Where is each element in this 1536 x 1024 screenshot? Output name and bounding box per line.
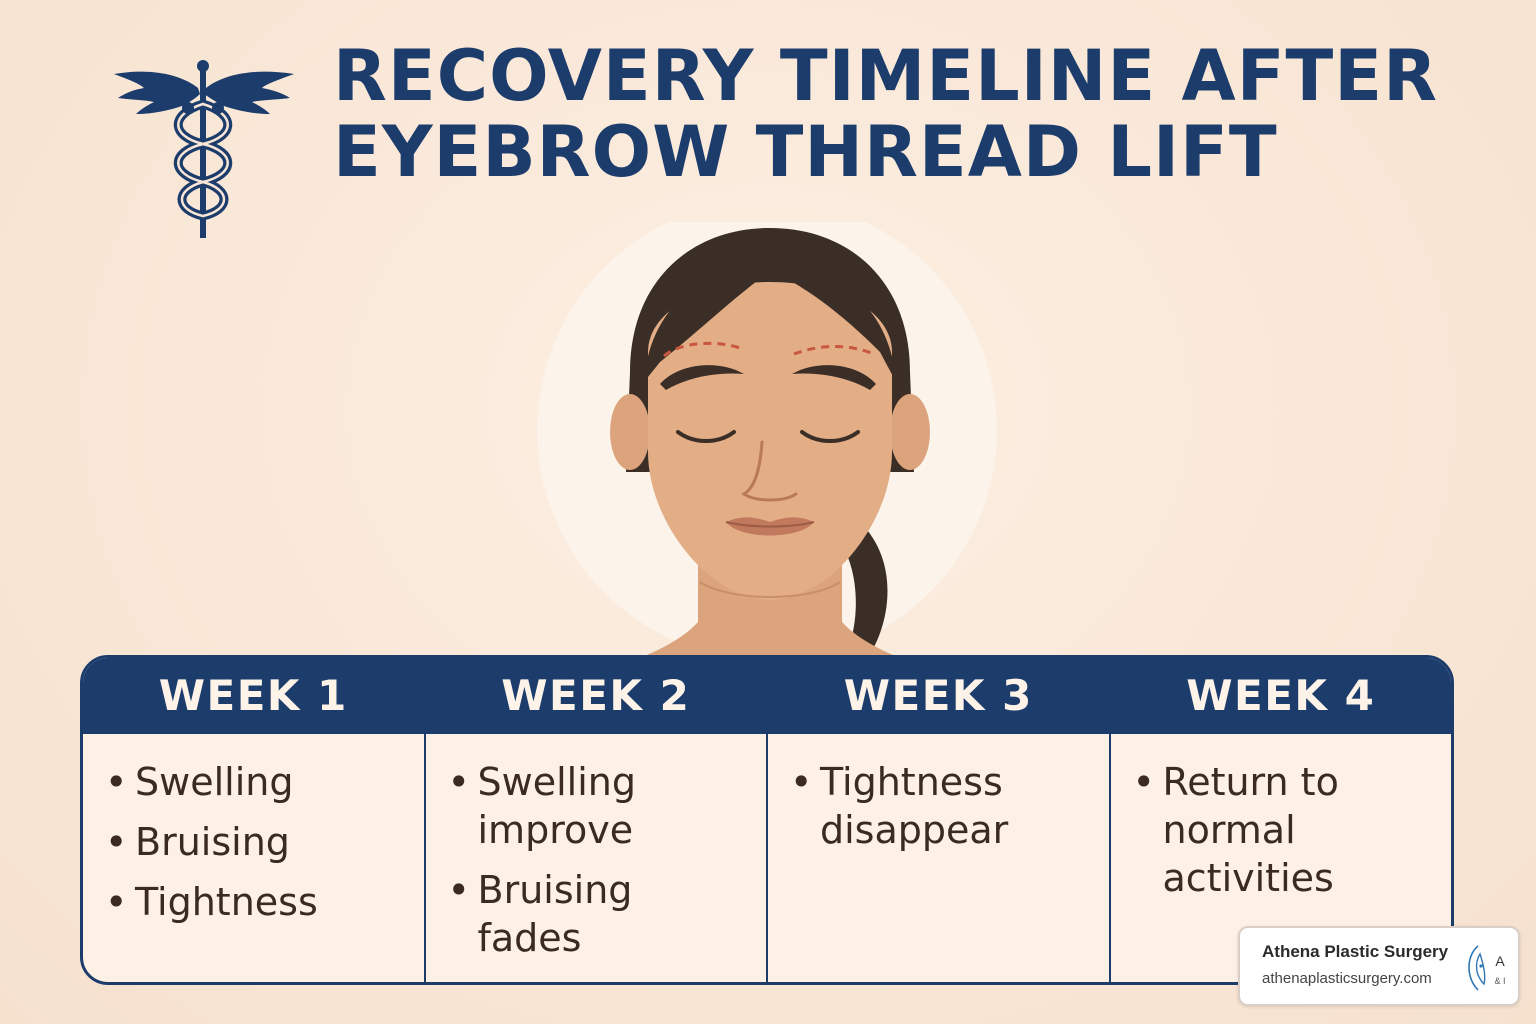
week-1-header: WEEK 1 (83, 658, 424, 734)
week-4-list: Return to normal activities (1133, 758, 1432, 902)
list-item: Tightness (105, 878, 404, 926)
logo-subtext: & I (1494, 976, 1505, 986)
woman-face-illustration (537, 222, 997, 662)
list-item: Swelling improve (448, 758, 747, 854)
athena-logo-icon: A & I (1468, 945, 1506, 991)
list-item: Bruising fades (448, 866, 747, 962)
week-1-column: WEEK 1 Swelling Bruising Tightness (83, 658, 426, 982)
list-item: Tightness disappear (790, 758, 1089, 854)
logo-letter: A (1495, 953, 1505, 969)
week-3-column: WEEK 3 Tightness disappear (768, 658, 1111, 982)
list-item: Bruising (105, 818, 404, 866)
week-3-list: Tightness disappear (790, 758, 1089, 854)
brand-name: Athena Plastic Surgery (1262, 942, 1449, 961)
title-line-2: EYEBROW THREAD LIFT (333, 111, 1278, 193)
week-1-list: Swelling Bruising Tightness (105, 758, 404, 926)
list-item: Swelling (105, 758, 404, 806)
recovery-timeline-table: WEEK 1 Swelling Bruising Tightness WEEK … (80, 655, 1454, 985)
week-2-column: WEEK 2 Swelling improve Bruising fades (425, 658, 768, 982)
title-line-1: RECOVERY TIMELINE AFTER (333, 35, 1438, 117)
brand-badge[interactable]: Athena Plastic Surgery athenaplasticsurg… (1238, 926, 1520, 1006)
week-4-header: WEEK 4 (1110, 658, 1451, 734)
week-3-header: WEEK 3 (768, 658, 1109, 734)
caduceus-icon (114, 60, 294, 238)
brand-url[interactable]: athenaplasticsurgery.com (1262, 970, 1432, 987)
list-item: Return to normal activities (1133, 758, 1432, 902)
page-title: RECOVERY TIMELINE AFTER EYEBROW THREAD L… (333, 38, 1483, 190)
week-2-list: Swelling improve Bruising fades (448, 758, 747, 962)
week-2-header: WEEK 2 (425, 658, 766, 734)
week-4-column: WEEK 4 Return to normal activities (1110, 658, 1451, 982)
